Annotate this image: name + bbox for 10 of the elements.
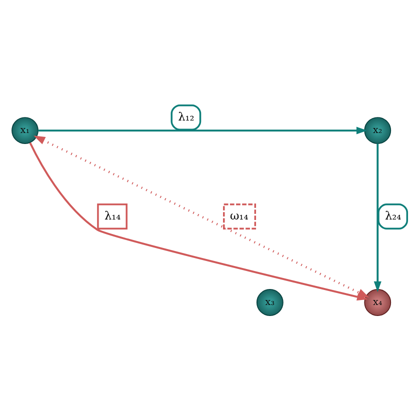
arrow (374, 144, 382, 292)
node-circle: x₃ (256, 289, 284, 316)
node-circle: x₂ (364, 117, 392, 144)
edge-label: ω₁₄ (230, 209, 248, 222)
node-circle: x₄ (364, 289, 392, 316)
edge-label: λ₁₂ (178, 110, 194, 124)
edge-label: λ₁₄ (104, 209, 121, 222)
arrow (38, 126, 368, 134)
node-circle: x₁ (12, 117, 38, 144)
edge-label: λ₂₄ (385, 209, 402, 222)
